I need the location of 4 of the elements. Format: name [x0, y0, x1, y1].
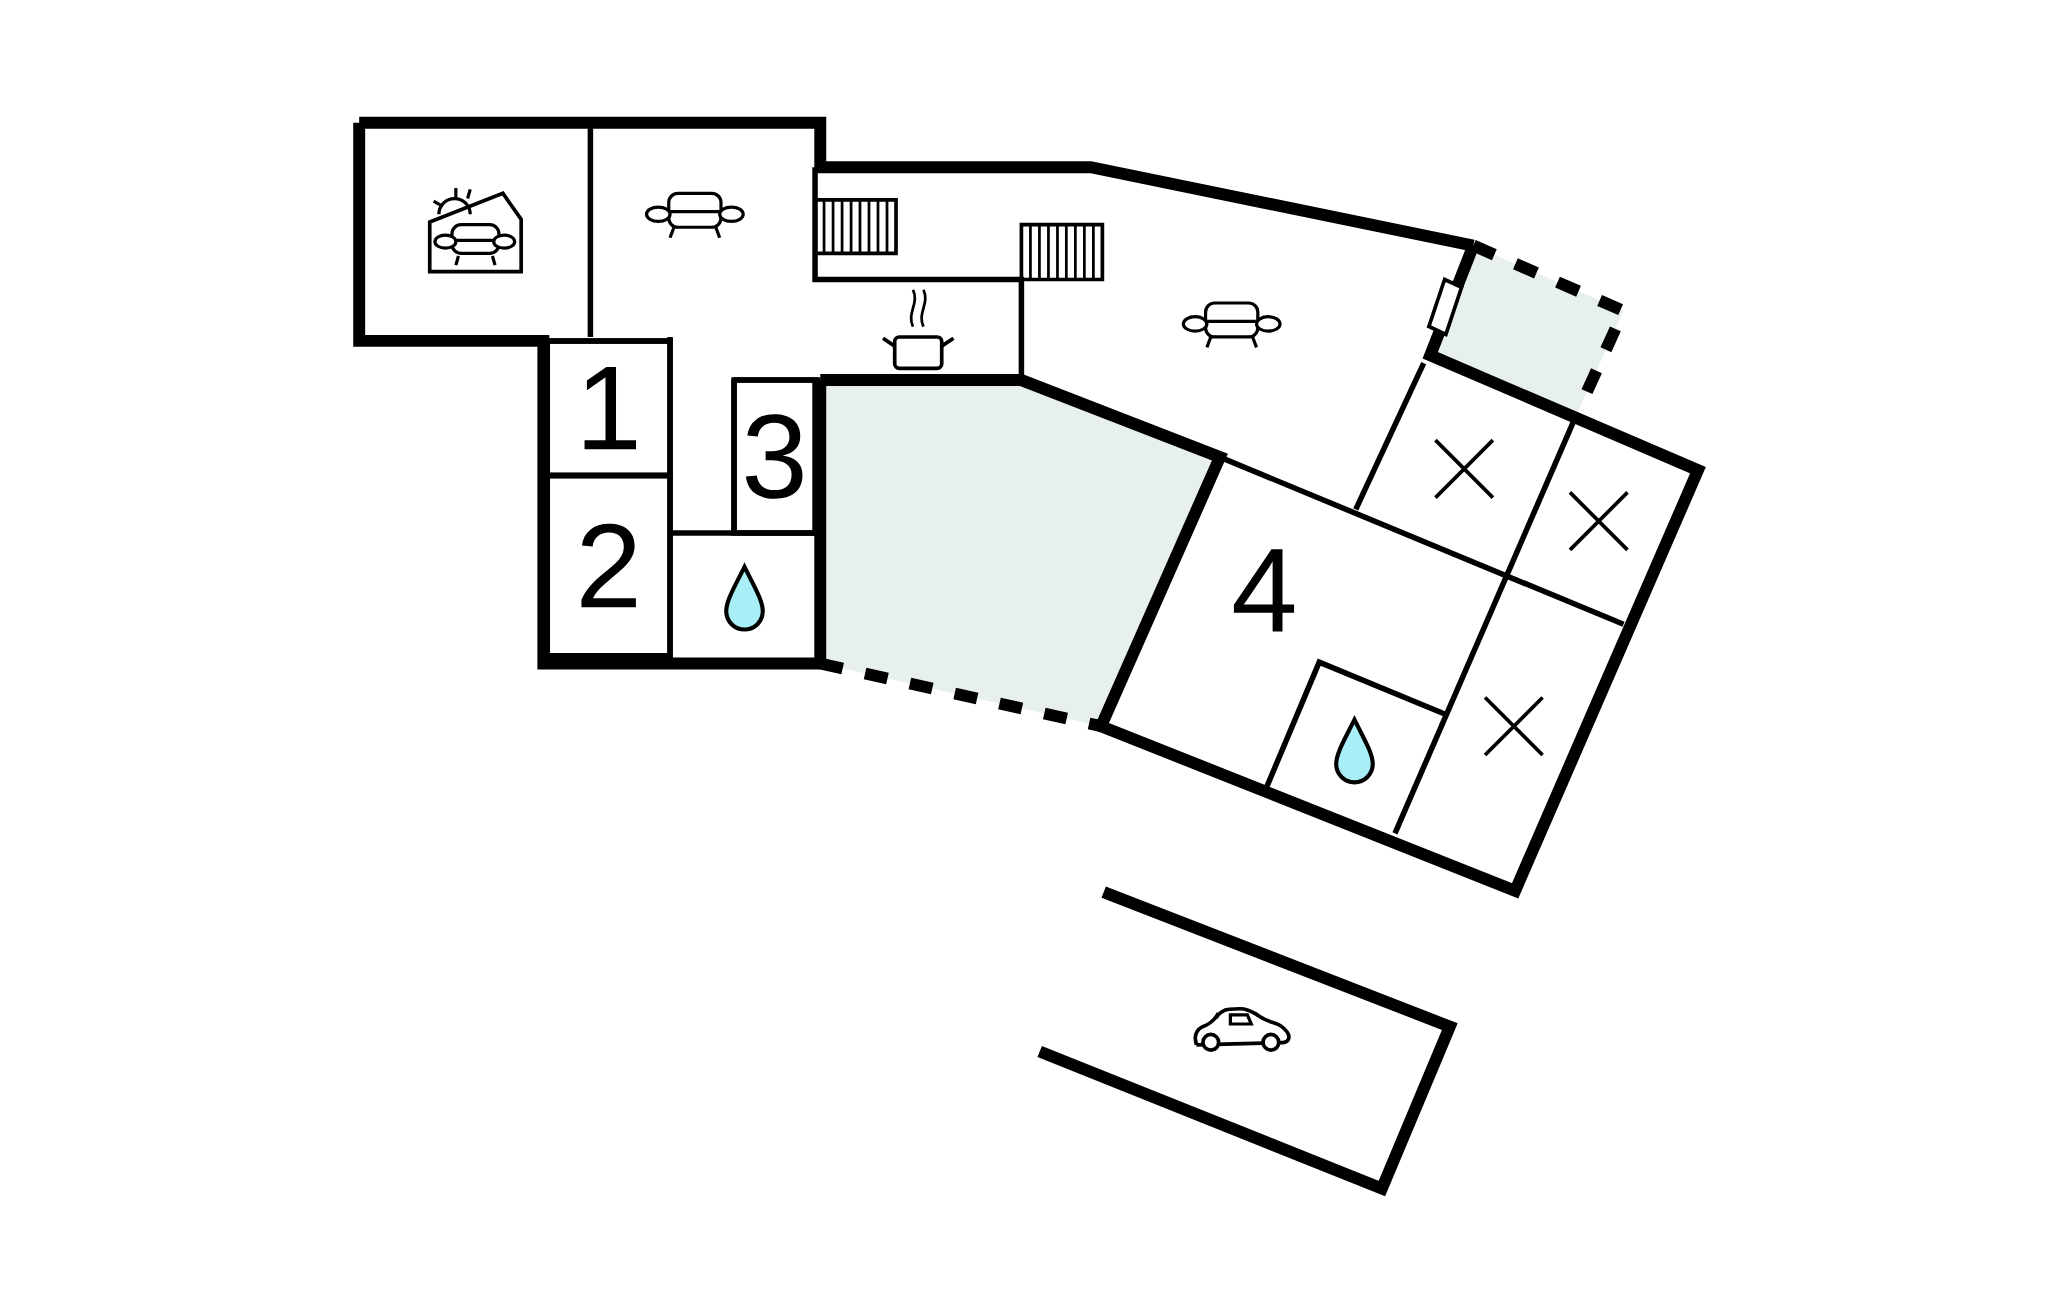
- room-box: 1: [544, 338, 673, 479]
- room-box: 3: [731, 377, 818, 536]
- room-number: 4: [1233, 549, 1295, 632]
- room-box: 2: [544, 472, 673, 659]
